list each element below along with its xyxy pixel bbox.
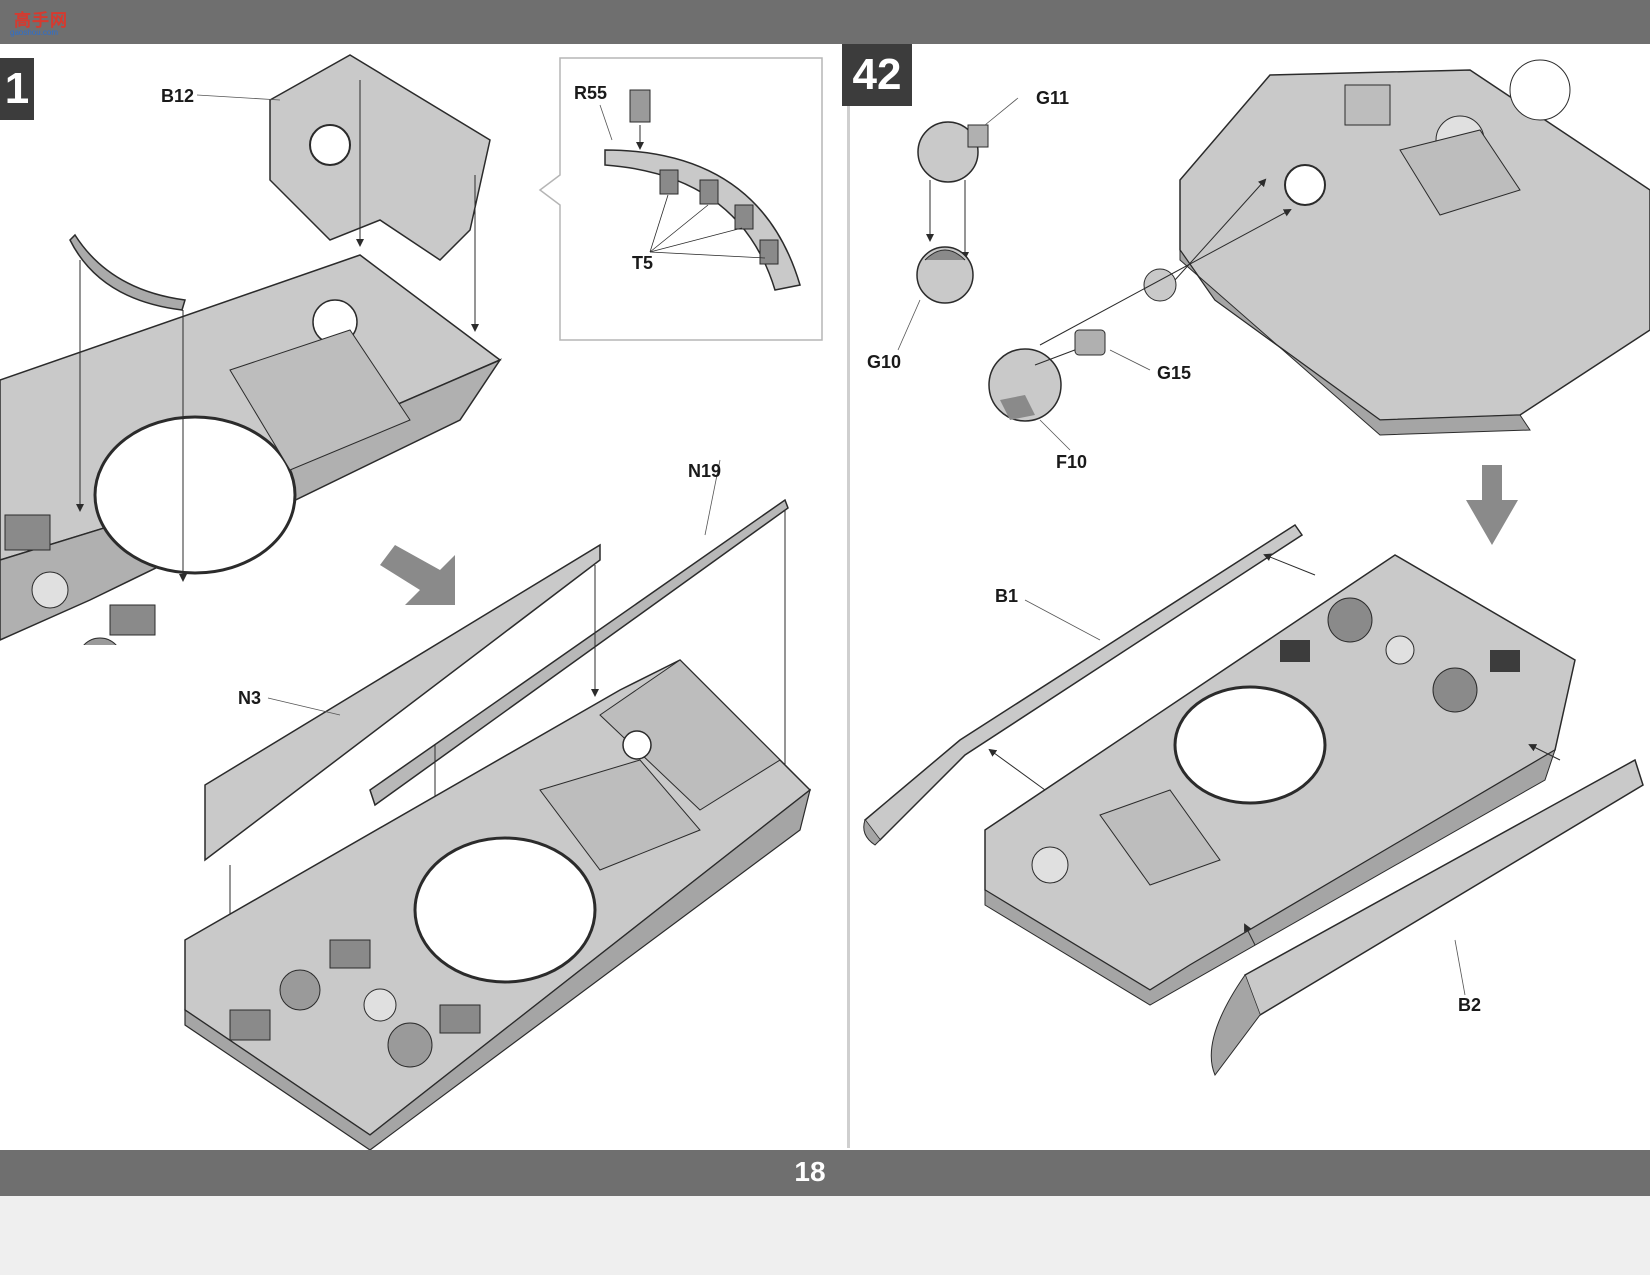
label-g15: G15 [1157, 363, 1192, 383]
label-b1: B1 [995, 586, 1019, 606]
watermark-text: 高手网 [14, 11, 68, 30]
label-n19: N19 [688, 461, 722, 481]
arrow-down-left [380, 545, 455, 605]
turret-ring-segment [69, 233, 187, 582]
cover-g11 [917, 121, 989, 260]
rear-plate-b12 [269, 54, 491, 332]
label-b2: B2 [1458, 995, 1482, 1015]
hull-assembled-drawing-right [984, 554, 1576, 1006]
bottom-band [0, 1150, 1650, 1196]
dome-f10 [988, 343, 1090, 422]
label-g10: G10 [867, 352, 902, 372]
part-g15 [1039, 178, 1292, 356]
scan-margin [0, 1196, 1650, 1275]
site-watermark: 高手网 gaoshou.com [6, 4, 70, 38]
top-band: 高手网 gaoshou.com [0, 0, 1650, 44]
label-b12: B12 [161, 86, 195, 106]
label-n3: N3 [238, 688, 262, 708]
label-r55: R55 [574, 83, 608, 103]
upper-hull-assembled-drawing [184, 659, 812, 1151]
page-number: 18 [794, 1156, 826, 1187]
page-divider [847, 44, 850, 1148]
step-number-left: 1 [0, 58, 34, 120]
mount-g10 [916, 246, 974, 304]
step-number-right: 42 [842, 44, 912, 106]
label-g11: G11 [1036, 88, 1070, 108]
fender-b1 [863, 523, 1316, 846]
label-t5: T5 [632, 253, 654, 273]
detail-inset-r55-t5 [538, 57, 823, 341]
watermark-url: gaoshou.com [10, 28, 59, 37]
label-f10: F10 [1056, 452, 1088, 472]
fender-b2 [1210, 744, 1644, 1076]
callout-leaders [196, 94, 1466, 996]
hull-rear-drawing [1179, 59, 1650, 436]
upper-hull-top-drawing [0, 254, 503, 685]
arrow-down-right [1466, 465, 1518, 545]
rail-n19 [369, 498, 789, 1062]
